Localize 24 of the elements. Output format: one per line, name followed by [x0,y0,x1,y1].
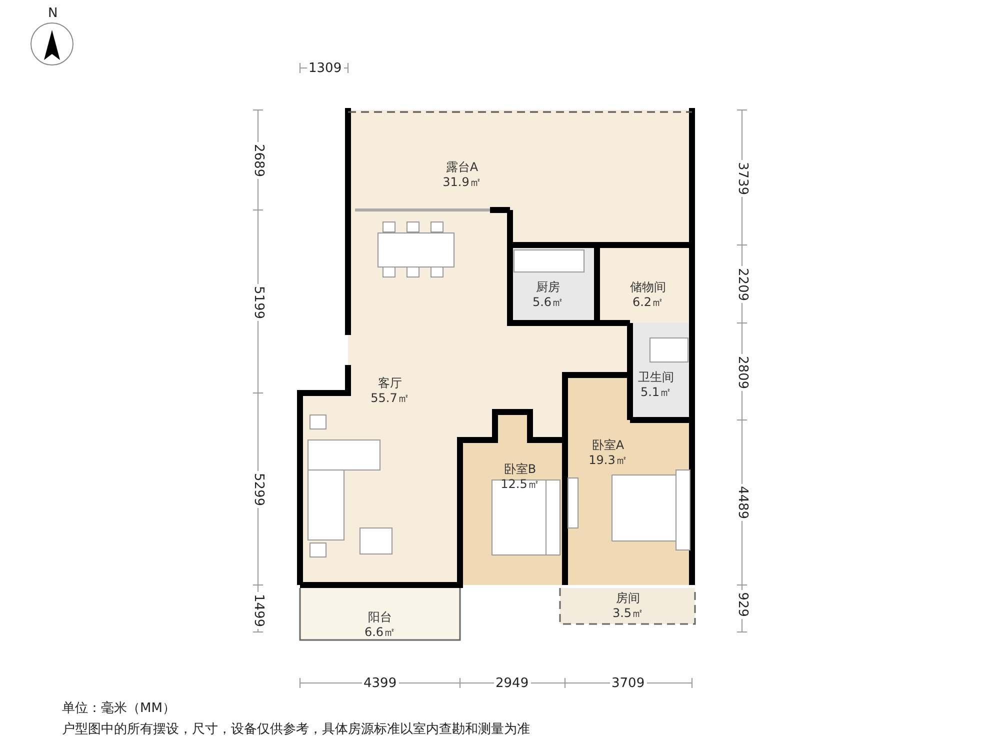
room-name: 储物间 [629,280,667,294]
room-name: 卧室B [502,462,538,476]
note-text: 户型图中的所有摆设，尺寸，设备仅供参考，具体房源标准以室内查勘和测量为准 [60,722,532,737]
room-area-label: 6.6㎡ [363,625,397,639]
room-area-label: 55.7㎡ [370,391,410,405]
dimension-label: 1309 [306,60,344,76]
dimension-label: 4399 [362,676,399,690]
room-name: 卫生间 [637,370,675,384]
dimension-label: 2949 [494,676,531,690]
room-area-label: 3.5㎡ [611,606,645,620]
room-area-label: 12.5㎡ [500,477,540,491]
north-label: N [47,6,59,21]
room-area-label: 6.2㎡ [631,295,665,309]
room-area-label: 19.3㎡ [588,453,628,467]
dimension-label: 3709 [610,676,647,690]
room-area-label: 31.9㎡ [442,175,482,189]
room-name: 客厅 [377,376,403,390]
room-name: 卧室A [590,438,626,452]
room-name: 阳台 [367,610,393,624]
room-name: 房间 [615,591,641,605]
room-area-label: 5.1㎡ [639,385,673,399]
room-name: 露台A [444,160,480,174]
room-name: 厨房 [535,280,561,294]
room-area-label: 5.6㎡ [531,295,565,309]
